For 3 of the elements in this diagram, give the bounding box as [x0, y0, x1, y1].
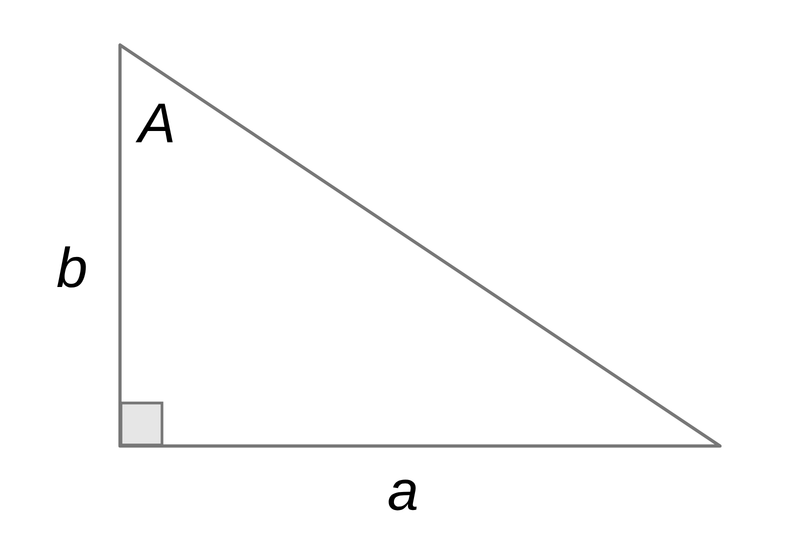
- side-label: a: [388, 480, 417, 510]
- side-label: b: [57, 246, 86, 288]
- side-label: A: [136, 104, 173, 142]
